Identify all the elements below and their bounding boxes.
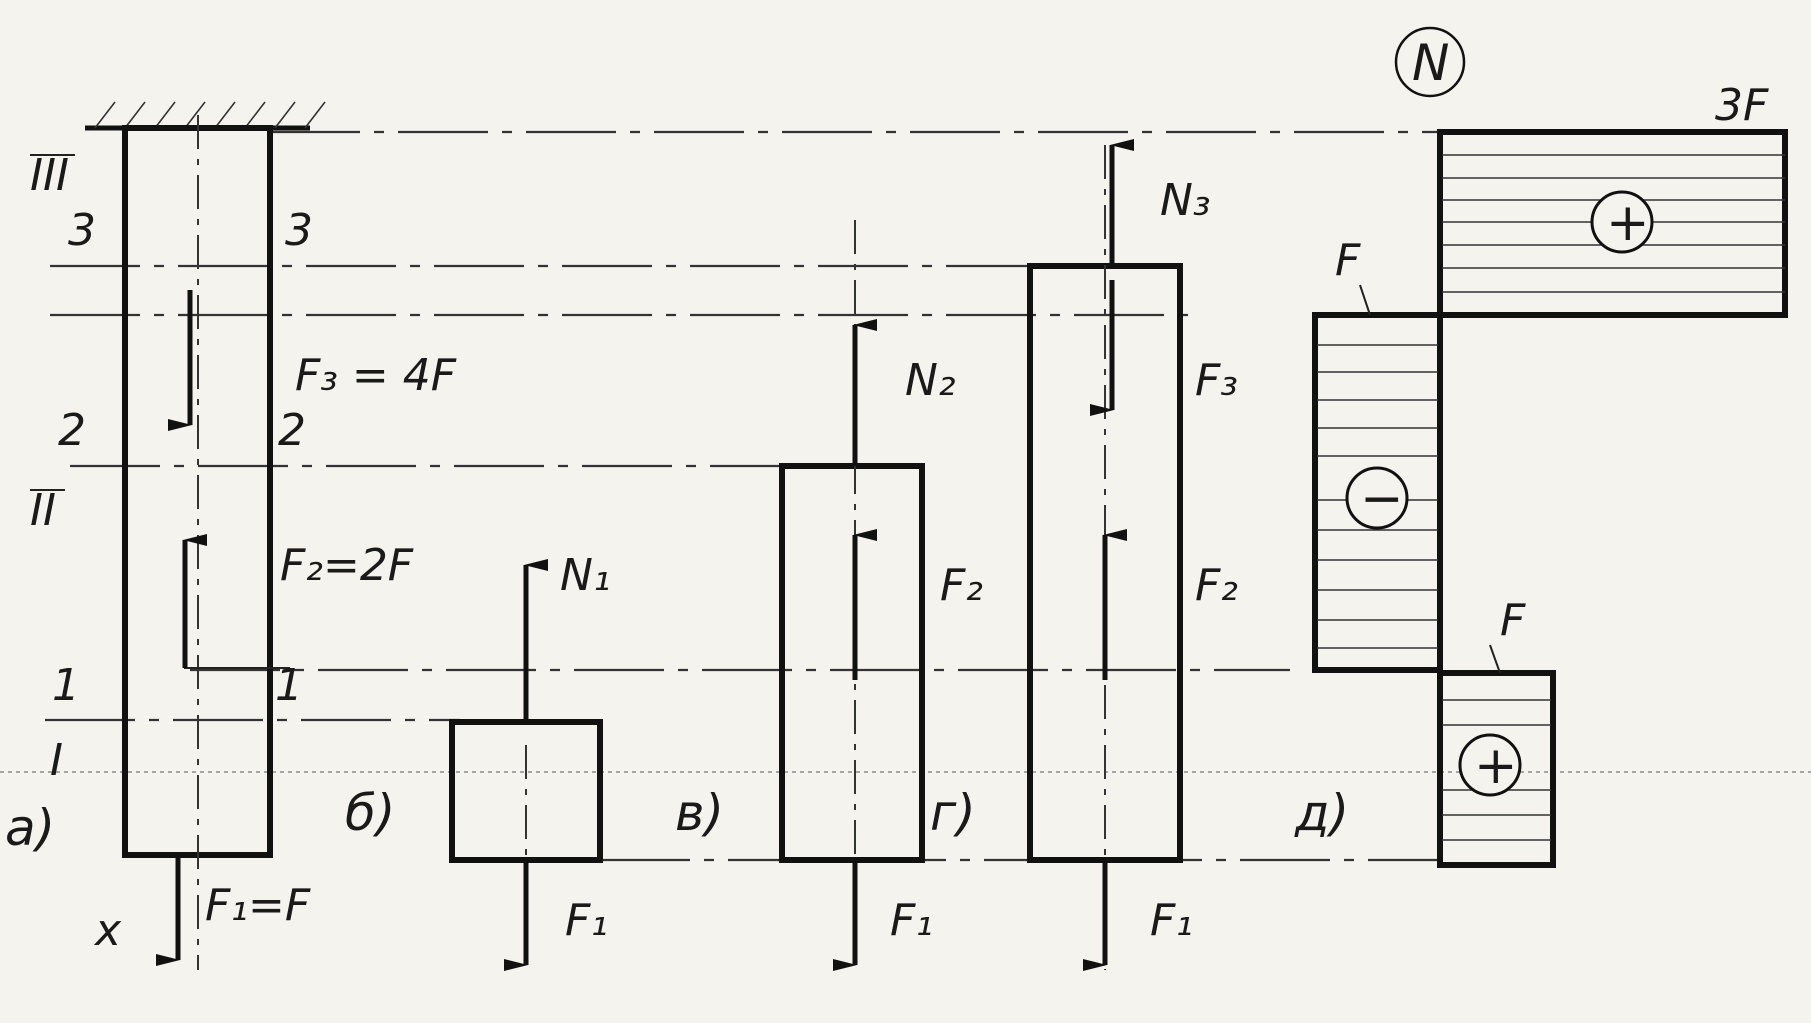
- section-I: I: [50, 735, 63, 786]
- force-N1-label: N₁: [560, 550, 611, 601]
- freebody-b: [449, 559, 603, 971]
- v-F1-label: F₁: [890, 895, 933, 946]
- x-axis-label: x: [93, 905, 122, 956]
- labels: N 3F F F + − + III II I 3 3 2 2 1 1 F₃ =…: [5, 34, 1769, 956]
- sign-minus-mid: −: [1360, 469, 1404, 529]
- cut-2-right: 2: [278, 405, 306, 456]
- epure-value-F-bottom: F: [1500, 595, 1526, 646]
- sign-plus-bottom: +: [1474, 736, 1518, 796]
- part-d-label: д): [1294, 784, 1349, 842]
- part-v-label: в): [675, 784, 724, 842]
- epure-value-3F: 3F: [1715, 80, 1769, 131]
- cut-1-left: 1: [52, 660, 80, 711]
- cut-2-left: 2: [58, 405, 86, 456]
- force-N3-label: N₃: [1160, 175, 1211, 226]
- freebody-v: [779, 220, 925, 971]
- section-III: III: [30, 150, 69, 201]
- sign-plus-top: +: [1606, 193, 1650, 253]
- cut-3-right: 3: [285, 205, 313, 256]
- epure-n: [1312, 26, 1788, 868]
- g-F2-label: F₂: [1195, 560, 1238, 611]
- v-F2-label: F₂: [940, 560, 983, 611]
- g-F1-label: F₁: [1150, 895, 1193, 946]
- cut-3-left: 3: [68, 205, 96, 256]
- force-F1-label: F₁=F: [205, 880, 311, 931]
- epure-title: N: [1412, 34, 1449, 92]
- part-b-label: б): [345, 784, 395, 842]
- force-F3-label: F₃ = 4F: [295, 350, 457, 401]
- g-F3-label: F₃: [1195, 355, 1238, 406]
- force-F2-label: F₂=2F: [280, 540, 414, 591]
- cut-1-right: 1: [275, 660, 303, 711]
- part-g-label: г): [930, 784, 976, 842]
- freebody-g: [1027, 139, 1183, 971]
- main-bar: [122, 115, 273, 970]
- force-N2-label: N₂: [905, 355, 956, 406]
- b-F1-label: F₁: [565, 895, 608, 946]
- section-II: II: [30, 485, 56, 536]
- main-bar-forces: [156, 290, 290, 966]
- part-a-label: а): [5, 799, 55, 857]
- fixed-support: [85, 101, 326, 131]
- epure-value-F-top: F: [1335, 235, 1361, 286]
